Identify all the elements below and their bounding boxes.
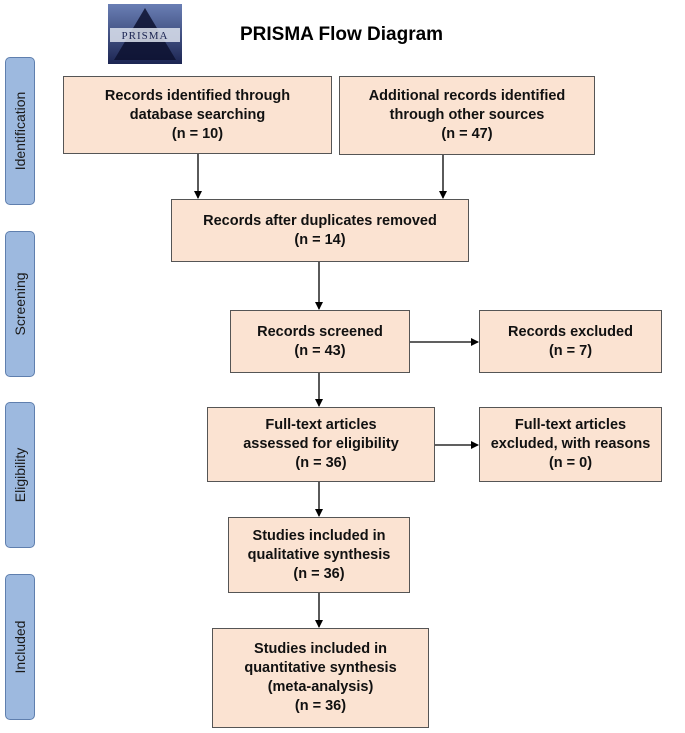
box-qualitative-line2: qualitative synthesis [247,546,391,563]
box-quantitative-line2: quantitative synthesis [244,660,397,676]
box-records-screened: Records screened (n = 43) [230,310,410,373]
box-database-line1: Records identified through [104,87,291,104]
box-fulltext-assessed: Full-text articles assessed for eligibil… [207,407,435,482]
box-database-line2: database searching [129,106,266,123]
box-screened-count: (n = 43) [294,342,346,359]
box-qualitative-line1: Studies included in [252,527,386,544]
box-other-sources-line1: Additional records identified [368,88,566,104]
box-quantitative-count: (n = 36) [294,698,347,714]
prisma-logo-icon: PRISMA [108,4,182,64]
box-duplicates-line1: Records after duplicates removed [203,212,437,229]
box-excluded-count: (n = 7) [548,342,593,359]
box-database-count: (n = 10) [171,125,224,142]
box-records-excluded: Records excluded (n = 7) [479,310,662,373]
box-other-sources-count: (n = 47) [441,126,493,142]
stage-eligibility: Eligibility [5,402,35,548]
box-fulltext-assessed-line1: Full-text articles [265,417,377,433]
box-fulltext-excluded: Full-text articles excluded, with reason… [479,407,662,482]
box-quantitative-synthesis: Studies included in quantitative synthes… [212,628,429,728]
box-quantitative-line3: (meta-analysis) [267,679,374,695]
stage-included: Included [5,574,35,720]
box-qualitative-synthesis: Studies included in qualitative synthesi… [228,517,410,593]
box-database-searching: Records identified through database sear… [63,76,332,154]
box-fulltext-excluded-line2: excluded, with reasons [490,436,651,452]
box-qualitative-count: (n = 36) [293,565,345,582]
box-screened-line1: Records screened [257,323,383,340]
box-duplicates-removed: Records after duplicates removed (n = 14… [171,199,469,262]
box-fulltext-excluded-count: (n = 0) [548,455,593,471]
stage-screening: Screening [5,231,35,377]
box-fulltext-assessed-line2: assessed for eligibility [243,436,399,452]
logo-text: PRISMA [122,30,169,42]
box-duplicates-count: (n = 14) [294,231,346,248]
box-other-sources: Additional records identified through ot… [339,76,595,155]
page-title: PRISMA Flow Diagram [240,24,444,45]
box-fulltext-assessed-count: (n = 36) [295,455,347,471]
box-excluded-line1: Records excluded [508,323,633,340]
box-other-sources-line2: through other sources [389,107,545,123]
box-fulltext-excluded-line1: Full-text articles [514,417,627,433]
box-quantitative-line1: Studies included in [254,641,387,657]
stage-identification: Identification [5,57,35,205]
